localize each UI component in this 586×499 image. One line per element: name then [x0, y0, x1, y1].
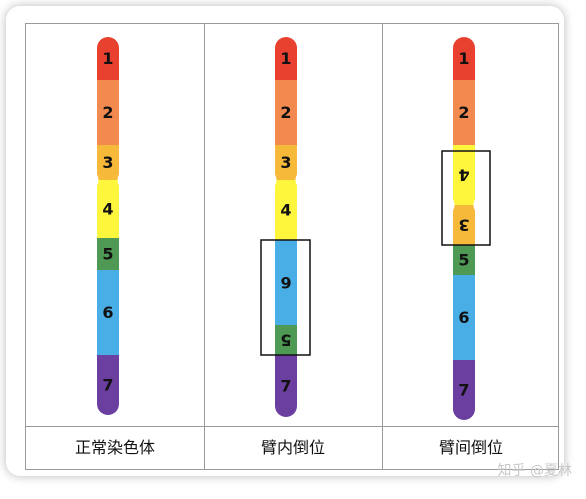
column-divider	[382, 24, 383, 469]
chromosome-segment-7	[275, 355, 297, 417]
segment-label: 1	[458, 49, 469, 68]
chromosome-segment-3	[275, 145, 297, 180]
chromosome-segment-2	[275, 80, 297, 145]
caption-paracentric: 臂内倒位	[260, 438, 325, 457]
chromosome-segment-1	[453, 37, 475, 80]
chromosome-3	[453, 37, 475, 420]
chromosome-2	[275, 37, 297, 417]
chromosome-segment-6	[275, 240, 297, 325]
segment-label: 2	[458, 103, 469, 122]
segment-label: 3	[102, 153, 113, 172]
segment-label: 4	[458, 166, 469, 185]
segment-label: 4	[280, 201, 291, 220]
segment-label: 4	[102, 200, 113, 219]
segment-label: 6	[458, 308, 469, 327]
column-divider	[204, 24, 205, 469]
chromosome-segment-5	[453, 245, 475, 275]
chromosome-segment-4	[275, 180, 297, 240]
watermark: 知乎 @夏林	[497, 463, 572, 479]
chromosome-segment-1	[275, 37, 297, 80]
segment-label: 7	[280, 377, 291, 396]
caption-divider	[26, 426, 558, 427]
segment-label: 5	[280, 331, 291, 350]
segment-label: 2	[102, 103, 113, 122]
chromosome-segment-3	[97, 145, 119, 180]
chromosome-segment-5	[97, 238, 119, 270]
segment-label: 1	[102, 49, 113, 68]
segment-label: 7	[458, 381, 469, 400]
inversion-highlight-box	[260, 239, 311, 356]
chromosome-1	[97, 37, 119, 415]
segment-label: 3	[458, 216, 469, 235]
chromosome-segment-2	[453, 80, 475, 145]
segment-label: 1	[280, 49, 291, 68]
chromosome-segment-6	[97, 270, 119, 355]
diagram-table: 正常染色体 臂内倒位 臂间倒位	[25, 23, 559, 470]
chromosome-segment-4	[453, 145, 475, 205]
chromosome-segment-7	[453, 360, 475, 420]
segment-label: 7	[102, 376, 113, 395]
segment-label: 3	[280, 153, 291, 172]
segment-label: 6	[102, 303, 113, 322]
chromosome-segment-2	[97, 80, 119, 145]
chromosome-segment-1	[97, 37, 119, 80]
chromosome-segment-5	[275, 325, 297, 355]
caption-normal: 正常染色体	[74, 438, 155, 457]
inversion-highlight-box	[441, 150, 491, 246]
chromosome-segment-7	[97, 355, 119, 415]
chromosome-segment-4	[97, 180, 119, 238]
segment-label: 6	[280, 273, 291, 292]
segment-label: 5	[102, 245, 113, 264]
chromosome-segment-6	[453, 275, 475, 360]
chromosome-segment-3	[453, 205, 475, 245]
segment-label: 5	[458, 251, 469, 270]
segment-label: 2	[280, 103, 291, 122]
caption-pericentric: 臂间倒位	[438, 438, 503, 457]
